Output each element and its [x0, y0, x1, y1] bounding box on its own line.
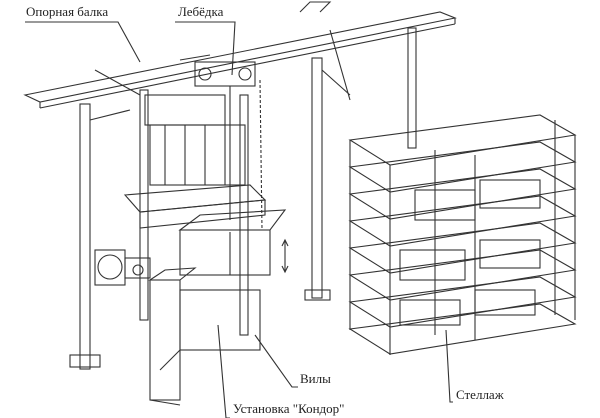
rack-shelf [348, 195, 577, 247]
label-support-beam: Опорная балка [26, 4, 109, 19]
label-rack: Стеллаж [456, 387, 504, 402]
rack-shelf [348, 141, 577, 193]
press-unit [94, 89, 289, 406]
label-winch: Лебёдка [178, 4, 224, 19]
rack-shelf [348, 114, 577, 166]
rack-shelf [348, 249, 577, 301]
winch [179, 54, 263, 231]
frame-legs [69, 27, 417, 370]
rack [348, 114, 577, 355]
label-installation: Установка "Кондор" [233, 401, 345, 416]
rack-shelf [348, 276, 577, 328]
rack-shelf [348, 303, 577, 355]
support-beam [23, 1, 457, 109]
rack-shelf [348, 168, 577, 220]
label-forks: Вилы [300, 371, 331, 386]
rack-shelf [348, 222, 577, 274]
